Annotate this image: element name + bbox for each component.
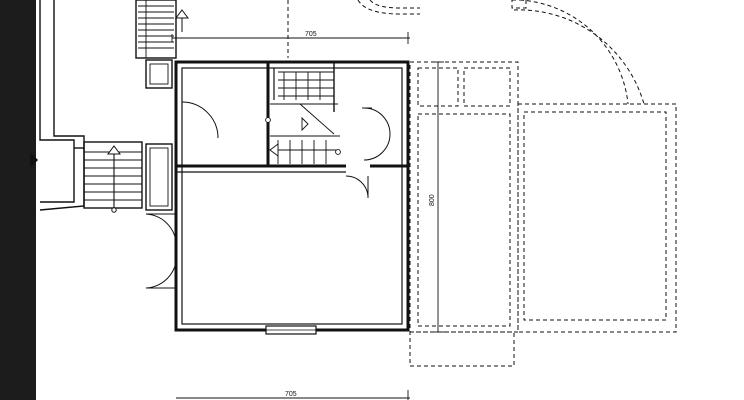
proposed-extension-outline: [357, 0, 677, 367]
top-dimension-label: 705: [305, 31, 317, 38]
bottom-dimension-label: 705: [285, 391, 297, 398]
internal-stair: [265, 62, 341, 164]
columns: [145, 59, 173, 211]
right-dimension-label: 800: [429, 194, 436, 206]
bottom-window: [265, 325, 317, 335]
page-binding-edge: [0, 0, 40, 400]
entrance-stair: [83, 141, 143, 213]
main-building-inner-walls: [176, 62, 408, 325]
left-boundary-walls: [39, 0, 85, 211]
main-building-walls: [174, 60, 410, 332]
right-dimension: 800: [429, 61, 444, 333]
doors: [145, 101, 391, 289]
upper-stair: [135, 0, 189, 59]
top-dimension: 705: [171, 31, 410, 44]
bottom-dimension: 705: [176, 390, 410, 400]
